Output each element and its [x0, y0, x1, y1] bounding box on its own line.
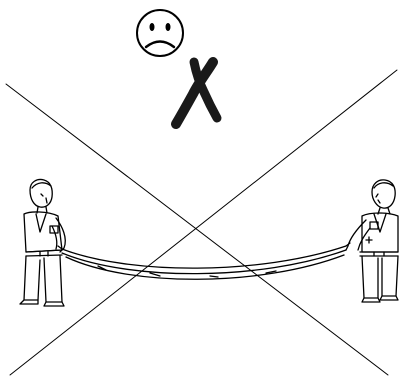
- person-left: [20, 179, 65, 306]
- person-right: [346, 180, 398, 302]
- large-x-strike-icon: [6, 70, 397, 375]
- frowning-face-icon: [137, 10, 183, 56]
- sagging-stretcher: [58, 243, 350, 279]
- cross-mark-icon: [176, 62, 217, 124]
